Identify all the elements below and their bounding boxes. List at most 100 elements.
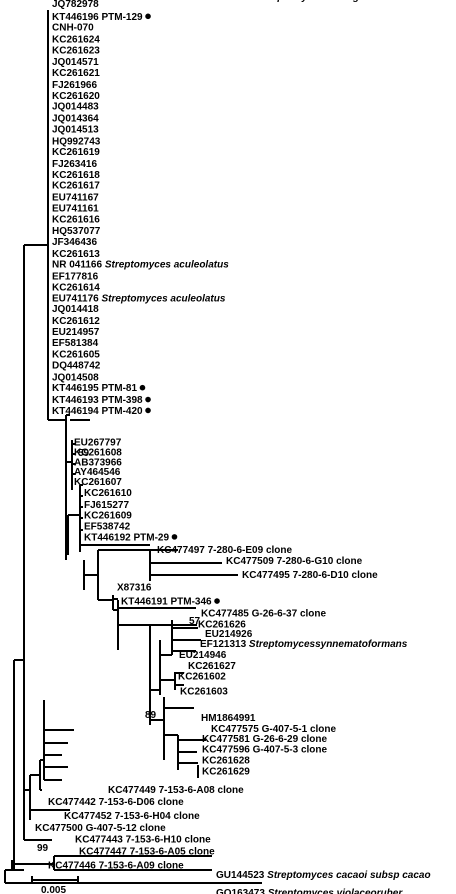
- tree-branch: [43, 700, 74, 731]
- tip-label: FJ261966: [52, 80, 97, 91]
- marker-dot-icon: [139, 384, 146, 391]
- tip-label: KC261602: [178, 672, 226, 683]
- tip-label: KC477497 7-280-6-E09 clone: [157, 545, 293, 556]
- bootstrap-value: 89: [145, 710, 157, 721]
- tip-label: KT446191 PTM-346: [121, 597, 212, 608]
- tip-label: KC261627: [188, 661, 236, 672]
- species-name: Streptomyces violaceoruber: [265, 888, 403, 894]
- tip-label: EU741167: [52, 193, 99, 204]
- tip-label: KC261621: [52, 68, 100, 79]
- tip-label: JQ782978: [52, 0, 99, 10]
- tip-label: KC261603: [180, 686, 228, 697]
- tip-label: KT446194 PTM-420: [52, 406, 143, 417]
- tip-label: KC261613: [52, 249, 100, 260]
- tree-branch: [117, 620, 197, 650]
- marker-dot-icon: [145, 407, 151, 414]
- tip-label: JQ014508: [52, 372, 99, 383]
- tip-label: KC477449 7-153-6-A08 clone: [108, 785, 244, 796]
- tip-label: EF538742: [84, 521, 131, 532]
- tree-branch: [117, 600, 196, 620]
- tree-branch: [23, 660, 52, 841]
- tip-label: HQ537077: [52, 226, 101, 237]
- tip-label: FJ615277: [84, 500, 129, 511]
- tip-label: X87316: [117, 583, 152, 594]
- tree-branch: [43, 730, 68, 781]
- tip-label: DQ448742: [52, 360, 101, 371]
- tree-branch: [23, 244, 48, 660]
- tip-label: KC261628: [202, 756, 250, 767]
- tree-branch: [66, 414, 90, 421]
- bootstrap-values: 59 57 89 99: [37, 448, 201, 854]
- tip-label: JQ014483: [52, 102, 99, 113]
- tip-label: KT446196 PTM-129: [52, 12, 143, 23]
- tree-branch: [12, 855, 212, 871]
- tip-label: KC261612: [52, 316, 100, 327]
- species-name: Streptomyces aculeolatus: [102, 260, 229, 271]
- tip-label: EU214926: [205, 629, 253, 640]
- bootstrap-value: 99: [37, 843, 49, 854]
- tree-branch: [149, 549, 238, 581]
- tree-branch: [97, 549, 150, 601]
- tip-label: KC477485 G-26-6-37 clone: [201, 608, 327, 619]
- species-name: Streptomyces aculeolatus: [99, 293, 226, 304]
- tip-label: KC477442 7-153-6-D06 clone: [48, 797, 184, 808]
- tip-label: JQ014364: [52, 114, 99, 125]
- tip-label: KC261626: [198, 619, 246, 630]
- tip-label: KC477443 7-153-6-H10 clone: [75, 835, 211, 846]
- tip-label: KC477446 7-153-6-A09 clone: [48, 860, 184, 871]
- tip-label: KC477581 G-26-6-29 clone: [202, 734, 328, 745]
- scale-bar-label: 0.005: [41, 885, 66, 894]
- tip-label: KC261605: [52, 350, 100, 361]
- tip-label: JQ014418: [52, 304, 99, 315]
- tree-branch: [24, 774, 70, 820]
- tip-label: KC261607: [74, 477, 122, 488]
- tree-branch: [67, 484, 83, 555]
- tree-branch: [83, 560, 98, 590]
- tip-label: KC261614: [52, 282, 100, 293]
- tip-label: KC261608: [74, 447, 122, 458]
- tip-label: KC261618: [52, 170, 100, 181]
- tip-label: KC477596 G-407-5-3 clone: [202, 745, 328, 756]
- tree-branch: [13, 659, 24, 871]
- tip-label: KC261620: [52, 91, 100, 102]
- tip-label: KT446192 PTM-29: [84, 532, 169, 543]
- tip-label: KC261619: [52, 147, 100, 158]
- marker-dot-icon: [145, 396, 151, 403]
- tip-label: KC261610: [84, 488, 132, 499]
- tip-label: AB373966: [74, 457, 122, 468]
- tip-label: EU214957: [52, 327, 100, 338]
- tree-branch: [71, 440, 75, 490]
- tip-label: EU214946: [179, 650, 227, 661]
- tree-branch: [163, 697, 194, 760]
- bootstrap-value: 59: [78, 448, 90, 459]
- tip-label: AY464546: [74, 467, 121, 478]
- marker-dot-icon: [145, 13, 151, 20]
- tip-label: GQ163473 Streptomyces violaceoruber: [216, 888, 403, 894]
- tip-label: EU741176 Streptomyces aculeolatus: [52, 293, 226, 304]
- tree-branch: [174, 672, 184, 690]
- marker-dot-icon: [214, 598, 220, 604]
- tip-label: CNH-070: [52, 23, 94, 34]
- tip-label: Streptomyces rubrogriseus LMG20318: [258, 0, 442, 3]
- scale-bar: 0.005: [31, 876, 79, 894]
- tip-label: NR 041166 Streptomyces aculeolatus: [52, 260, 229, 271]
- tip-label: EF121313 Streptomycessynnematoformans: [200, 639, 408, 650]
- tip-label: KC261624: [52, 35, 100, 46]
- tip-label: KC477509 7-280-6-G10 clone: [226, 556, 363, 567]
- tip-label: JQ014571: [52, 57, 99, 68]
- tip-label: EU741161: [52, 203, 99, 214]
- tip-label: EF177816: [52, 272, 99, 283]
- tip-label: FJ263416: [52, 159, 97, 170]
- tip-label: KC261609: [84, 511, 132, 522]
- species-name: Streptomyces rubrogriseus: [258, 0, 389, 3]
- tip-label: GU144523 Streptomyces cacaoi subsp cacao: [216, 870, 431, 881]
- tip-label: HM1864991: [201, 713, 256, 724]
- tree-branch: [171, 620, 201, 655]
- tree-branches: [4, 10, 262, 884]
- tree-branch: [149, 625, 164, 725]
- tree-branch: [177, 735, 206, 770]
- bootstrap-value: 57: [189, 616, 201, 627]
